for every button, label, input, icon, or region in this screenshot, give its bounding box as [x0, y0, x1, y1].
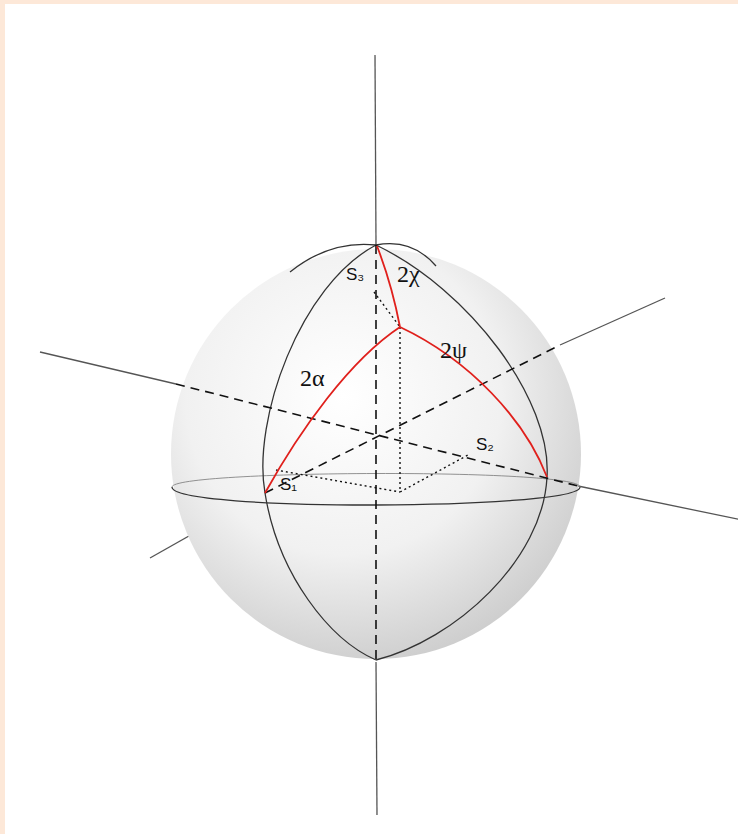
- axis-label: S₃: [346, 266, 364, 283]
- angle-label: 2ψ: [440, 338, 467, 362]
- angle-label: 2α: [300, 366, 325, 390]
- angle-label: 2χ: [397, 262, 420, 286]
- axis-label: S₂: [476, 436, 494, 453]
- axis-label: S₁: [280, 476, 297, 493]
